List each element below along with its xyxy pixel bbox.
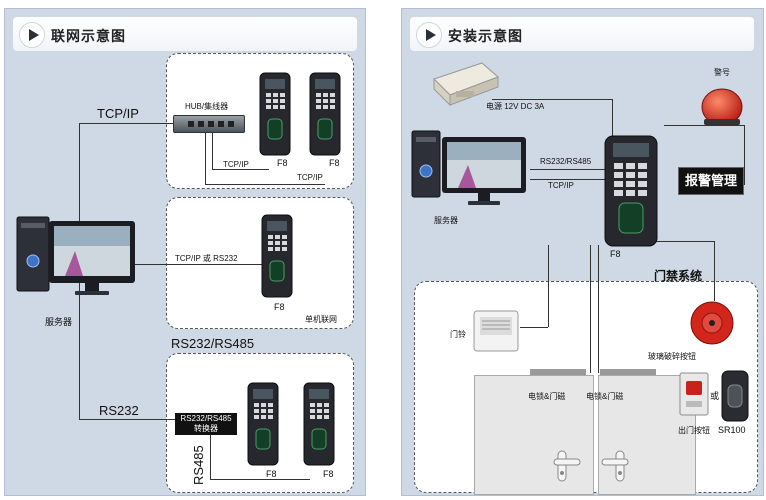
hub-tcpip-label-2: TCP/IP: [297, 173, 323, 182]
device-e-label: F8: [323, 469, 334, 479]
device-d-label: F8: [266, 469, 277, 479]
doorbell: [472, 309, 520, 353]
left-server-computer: [13, 215, 139, 311]
tcpip-wire: [79, 123, 173, 124]
doorbell-label: 门铃: [450, 330, 466, 339]
network-panel-title: 联网示意图: [51, 28, 126, 44]
right-door-handle-icon: [598, 449, 634, 483]
device-a-label: F8: [277, 158, 288, 168]
right-lock-strip: [600, 369, 656, 375]
left-door: [474, 375, 594, 495]
doorbell-wire-h: [520, 327, 548, 328]
rs485-wire-v: [210, 429, 211, 479]
rs-converter: RS232/RS485 转换器: [175, 413, 237, 435]
device-down-wire-1: [590, 245, 591, 373]
link-tcp-label: TCP/IP: [548, 181, 574, 190]
network-diagram-panel: 联网示意图 TCP/IP HUB/集线器 TCP/IP TCP/IP F8 F8…: [4, 8, 366, 496]
standalone-wire: [117, 264, 267, 265]
sr100-reader: [720, 369, 750, 423]
hub-wire-2-v: [205, 132, 206, 184]
tcpip-main-label: TCP/IP: [97, 106, 139, 121]
lock-left-label: 电锁&门磁: [528, 392, 566, 401]
hub-switch: [173, 115, 245, 133]
right-server-label: 服务器: [434, 216, 458, 225]
access-system-label: 门禁系统: [654, 269, 703, 283]
converter-line-2: 转换器: [194, 424, 218, 433]
left-lock-strip: [530, 369, 586, 375]
hub-wire-1-v: [212, 132, 213, 169]
hub-tcpip-label-1: TCP/IP: [223, 160, 249, 169]
f8-device-a: [258, 71, 292, 157]
or-text: 或: [710, 391, 720, 401]
hub-wire-1-h: [212, 169, 269, 170]
f8-device-d: [246, 381, 280, 467]
link-rs-label: RS232/RS485: [540, 157, 592, 166]
network-panel-header: 联网示意图: [13, 17, 357, 51]
lock-right-label: 电锁&门磁: [586, 392, 624, 401]
alarm-wire-h: [664, 125, 744, 126]
rs-heading: RS232/RS485: [171, 336, 255, 351]
rs232-wire: [79, 419, 175, 420]
rs232-label: RS232: [99, 403, 139, 418]
power-supply: [430, 61, 502, 107]
doorbell-wire-v: [548, 245, 549, 327]
right-server-computer: [408, 129, 534, 213]
f8-device-e: [302, 381, 336, 467]
power-label: 电源 12V DC 3A: [486, 102, 545, 111]
hub-label: HUB/集线器: [185, 102, 229, 111]
alarm-wire-v: [744, 125, 745, 185]
sr100-label: SR100: [718, 425, 746, 435]
alarm-label: 警号: [714, 68, 730, 77]
glass-wire-h: [650, 241, 714, 242]
server-link-wire-2: [530, 179, 610, 180]
device-b-label: F8: [329, 158, 340, 168]
exit-button-label: 出门按钮: [678, 426, 710, 435]
rs485-vertical-label: RS485: [191, 445, 206, 485]
f8-device-c: [260, 213, 294, 299]
alarm-siren: [698, 81, 746, 129]
rs485-wire-h: [210, 479, 310, 480]
glass-wire-v: [714, 241, 715, 301]
exit-button: [678, 371, 710, 417]
alarm-management-box: 报警管理: [678, 167, 744, 195]
play-arrow-icon: [19, 22, 45, 48]
power-wire-h: [492, 99, 612, 100]
installation-panel-title: 安装示意图: [448, 28, 523, 44]
left-door-handle-icon: [548, 449, 584, 483]
left-server-label: 服务器: [45, 317, 73, 327]
play-arrow-icon: [416, 22, 442, 48]
hub-wire-2-h: [205, 184, 325, 185]
f8-main-device: [602, 133, 660, 249]
standalone-caption: 单机联网: [305, 315, 337, 324]
standalone-box: [166, 197, 354, 329]
standalone-link-label: TCP/IP 或 RS232: [175, 254, 238, 263]
installation-diagram-panel: 安装示意图 电源 12V DC 3A 警号 服务器 RS232: [401, 8, 764, 496]
f8-main-label: F8: [610, 249, 621, 259]
f8-device-b: [308, 71, 342, 157]
converter-line-1: RS232/RS485: [180, 414, 232, 423]
glass-break-button: [688, 299, 736, 347]
device-down-wire-2: [598, 245, 599, 373]
glass-break-label: 玻璃破碎按钮: [648, 352, 696, 361]
power-wire-v: [612, 99, 613, 143]
server-link-wire-1: [530, 169, 610, 170]
device-c-label: F8: [274, 302, 285, 312]
installation-panel-header: 安装示意图: [410, 17, 754, 51]
